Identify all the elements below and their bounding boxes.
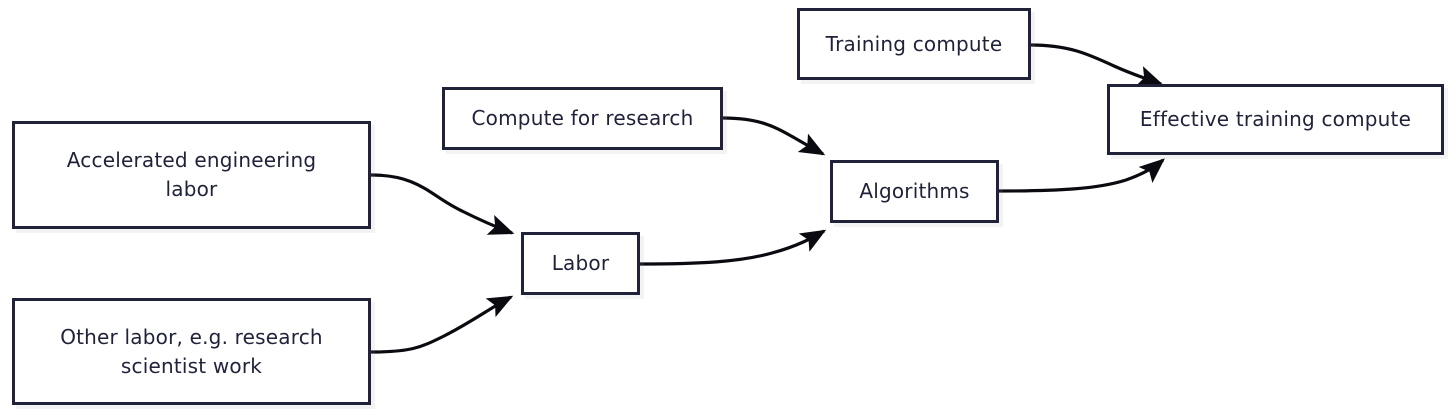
node-training-compute[interactable]: Training compute	[797, 8, 1031, 80]
node-label: Effective training compute	[1139, 107, 1412, 131]
node-label: Algorithms	[859, 179, 970, 203]
node-label: Accelerated engineering labor	[66, 148, 317, 201]
node-label: Labor	[551, 251, 610, 275]
edge-accelerated-to-labor	[370, 173, 515, 235]
node-compute-for-research[interactable]: Compute for research	[442, 87, 723, 150]
node-algorithms[interactable]: Algorithms	[830, 160, 999, 223]
node-accelerated-engineering-labor[interactable]: Accelerated engineering labor	[12, 121, 371, 229]
node-other-labor[interactable]: Other labor, e.g. research scientist wor…	[12, 298, 371, 405]
node-effective-training-compute[interactable]: Effective training compute	[1107, 84, 1444, 155]
edge-compute-to-algorithms	[722, 116, 826, 156]
edge-algorithms-to-effective	[998, 158, 1165, 193]
node-label: Other labor, e.g. research scientist wor…	[60, 324, 323, 378]
node-labor[interactable]: Labor	[521, 232, 640, 295]
node-label: Training compute	[825, 31, 1003, 56]
edge-labor-to-algorithms	[639, 229, 827, 266]
node-label: Compute for research	[471, 106, 694, 130]
edge-other-to-labor	[370, 295, 514, 354]
edge-training-to-effective	[1030, 43, 1164, 87]
